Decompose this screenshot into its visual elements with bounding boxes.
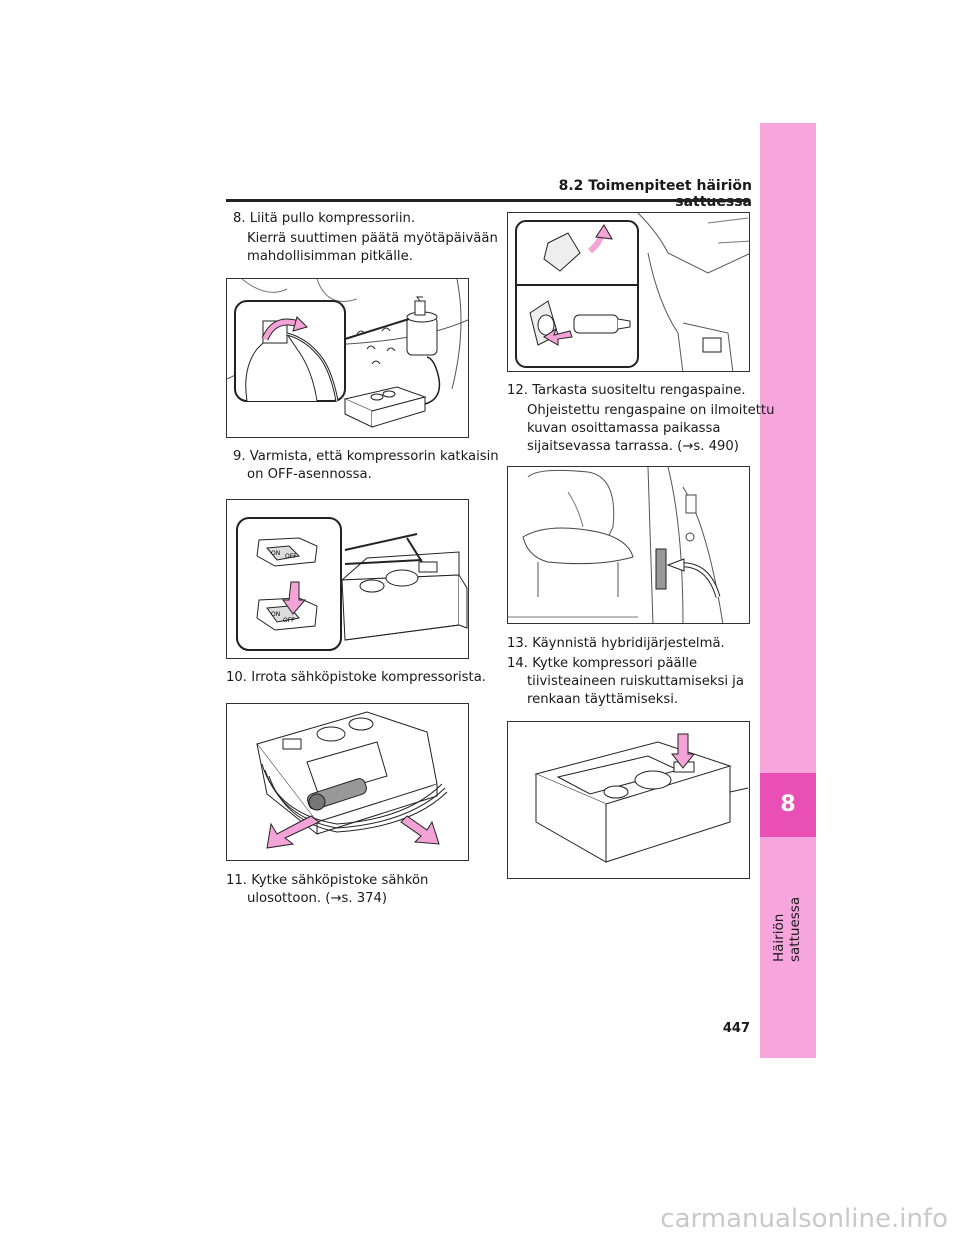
step-12-detail-2: kuvan osoittamassa paikassa <box>527 421 721 436</box>
header-rule <box>226 199 750 202</box>
watermark: carmanualsonline.info <box>660 1204 948 1234</box>
step-13: 13. Käynnistä hybridijärjestelmä. <box>507 635 725 653</box>
svg-text:OFF: OFF <box>283 617 295 624</box>
door-frame <box>647 467 724 623</box>
step-11-line-2: ulosottoon. (→s. 374) <box>247 891 388 906</box>
step-8-detail-2: mahdollisimman pitkälle. <box>247 249 413 264</box>
right-arrow-icon <box>400 815 440 845</box>
step-11: 11. Kytke sähköpistoke sähkön <box>226 872 428 890</box>
step-number: 14. <box>507 656 528 671</box>
compressor-unit <box>256 711 438 836</box>
step-8: 8. Liitä pullo kompressoriin. <box>233 210 415 228</box>
seat <box>522 469 634 597</box>
figure-bottle-connection <box>226 278 469 438</box>
step-text: Käynnistä hybridijärjestelmä. <box>532 636 725 651</box>
step-10: 10. Irrota sähköpistoke kompressorista. <box>226 669 486 687</box>
figure-unplug <box>226 703 469 861</box>
dimples <box>356 327 396 365</box>
step-12: 12. Tarkasta suositeltu rengaspaine. <box>507 382 746 400</box>
compressor-unit <box>340 551 468 641</box>
chapter-title: Häiriön sattuessa <box>771 896 803 962</box>
step-text: Kytke sähköpistoke sähkön <box>251 873 429 888</box>
step-8-detail-1: Kierrä suuttimen päätä myötäpäivään <box>247 231 498 246</box>
switch-off-illustration: ON OFF ON OFF <box>236 517 468 651</box>
step-14: 14. Kytke kompressori päälle <box>507 655 697 673</box>
down-arrow-icon <box>670 733 696 769</box>
bottle-connection-illustration <box>227 279 468 428</box>
figure-power-outlet <box>507 212 750 372</box>
left-arrow-icon <box>266 815 320 849</box>
cable-coil <box>261 763 448 833</box>
inset-detail: ON OFF ON OFF <box>236 517 342 651</box>
chapter-tab-active <box>760 773 816 837</box>
step-number: 8. <box>233 211 246 226</box>
chapter-tab-bar <box>760 123 816 1058</box>
step-9: 9. Varmista, että kompressorin katkaisin <box>233 448 499 466</box>
page-number: 447 <box>722 1021 750 1036</box>
compressor-unit <box>534 741 749 863</box>
figure-tire-label <box>507 466 750 624</box>
left-arrow-icon <box>543 327 573 346</box>
compressor-unit <box>343 356 441 428</box>
switch-on-label: ON <box>271 550 280 557</box>
step-number: 10. <box>226 670 247 685</box>
step-14-line-3: renkaan täyttämiseksi. <box>527 692 679 707</box>
switch-off-label: OFF <box>285 553 297 560</box>
power-outlet-illustration <box>515 213 749 371</box>
power-plug <box>307 778 367 811</box>
step-9-line-2: on OFF-asennossa. <box>247 467 372 482</box>
tire-label-illustration <box>508 467 724 623</box>
section-header: 8.2 Toimenpiteet häiriön sattuessa <box>558 178 752 210</box>
step-number: 9. <box>233 449 246 464</box>
unplug-illustration <box>256 711 448 849</box>
switch-on-illustration <box>534 733 749 863</box>
figure-switch-on <box>507 721 750 879</box>
step-text: Varmista, että kompressorin katkaisin <box>249 449 499 464</box>
figure-switch-off: ON OFF ON OFF <box>226 499 469 659</box>
svg-text:ON: ON <box>271 611 280 618</box>
down-arrow-icon <box>282 581 307 615</box>
step-number: 13. <box>507 636 528 651</box>
inset-detail <box>515 220 639 368</box>
step-text: Irrota sähköpistoke kompressorista. <box>251 670 486 685</box>
step-text: Tarkasta suositeltu rengaspaine. <box>532 383 746 398</box>
step-14-line-2: tiivisteaineen ruiskuttamiseksi ja <box>527 674 744 689</box>
step-12-detail-1: Ohjeistettu rengaspaine on ilmoitettu <box>527 403 775 418</box>
inset-detail <box>234 300 346 402</box>
step-text: Kytke kompressori päälle <box>532 656 698 671</box>
step-number: 12. <box>507 383 528 398</box>
sealant-bottle <box>406 296 438 356</box>
step-text: Liitä pullo kompressoriin. <box>249 211 416 226</box>
pointer-arrow-icon <box>666 558 685 572</box>
step-12-detail-3: sijaitsevassa tarrassa. (→s. 490) <box>527 439 739 454</box>
step-number: 11. <box>226 873 247 888</box>
chapter-number: 8 <box>780 792 796 817</box>
tire-pressure-label <box>655 548 667 590</box>
